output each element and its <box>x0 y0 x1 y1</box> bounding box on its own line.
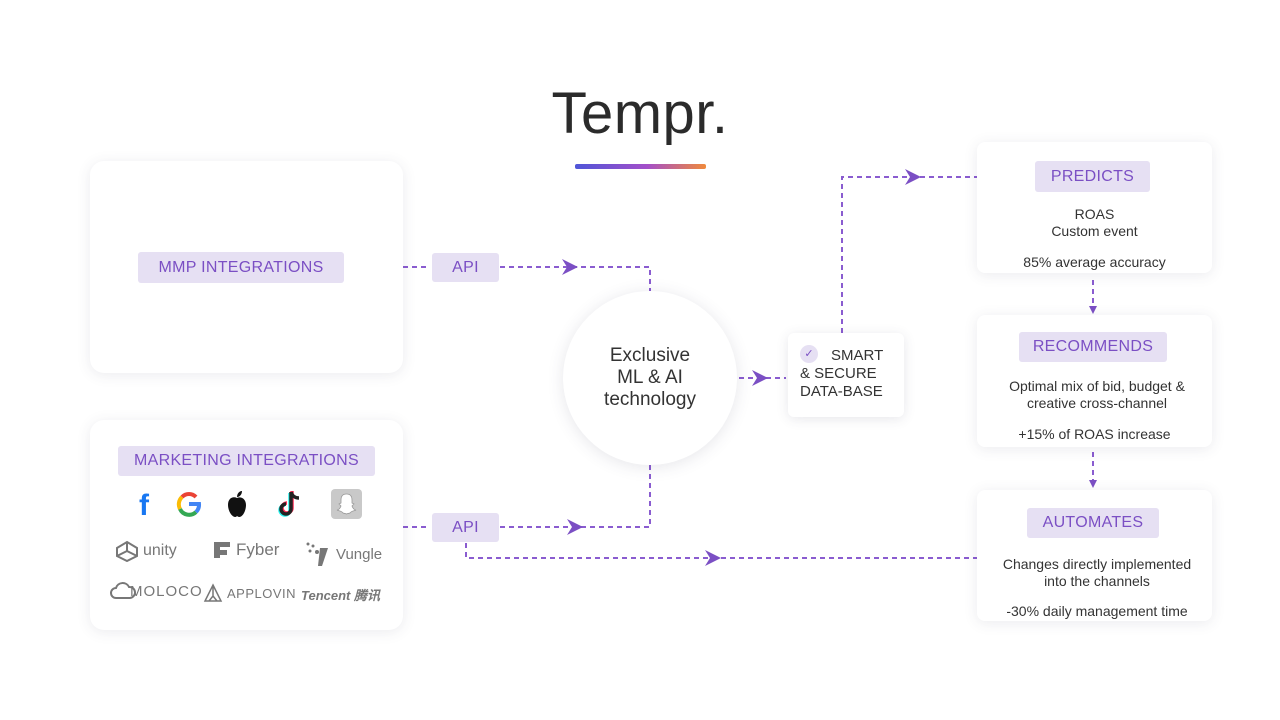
page-title: Tempr. <box>551 81 729 146</box>
database-line-3: DATA-BASE <box>800 383 883 400</box>
predicts-description: ROAS Custom event <box>977 206 1212 240</box>
predicts-line-2: Custom event <box>1051 223 1138 239</box>
arrow-head <box>567 519 583 535</box>
ml-ai-technology-node: Exclusive ML & AI technology <box>563 291 737 465</box>
predicts-line-1: ROAS <box>1074 206 1115 222</box>
arrow-head <box>1089 480 1097 488</box>
fyber-icon <box>214 542 230 558</box>
marketing-integrations-tag: MARKETING INTEGRATIONS <box>118 446 375 476</box>
vungle-logo: Vungle <box>304 540 382 568</box>
moloco-label: MOLOCO <box>130 582 203 600</box>
api-bottom-tag: API <box>432 513 499 542</box>
database-card: ✓ SMART & SECURE DATA-BASE <box>788 333 904 417</box>
recommends-line-1: Optimal mix of bid, budget & <box>1009 378 1185 394</box>
google-icon <box>176 491 202 517</box>
arrow-head <box>705 550 721 566</box>
database-line-1: SMART <box>831 347 884 364</box>
fyber-logo: Fyber <box>212 540 279 560</box>
automates-stat: -30% daily management time <box>1006 603 1188 619</box>
apple-icon <box>224 489 250 519</box>
unity-logo: unity <box>115 540 177 562</box>
recommends-stat: +15% of ROAS increase <box>1018 426 1171 442</box>
automates-line-1: Changes directly implemented <box>1002 556 1192 572</box>
mmp-integrations-tag: MMP INTEGRATIONS <box>138 252 344 283</box>
vungle-label: Vungle <box>336 545 383 563</box>
applovin-logo: APPLOVIN <box>203 583 296 603</box>
automates-line-2: into the channels <box>1044 573 1150 589</box>
predicts-tag: PREDICTS <box>1035 161 1150 192</box>
core-line-2: ML & AI <box>617 367 683 388</box>
tencent-label: Tencent 腾讯 <box>301 588 380 603</box>
database-line-2: & SECURE <box>800 365 877 382</box>
api-top-tag: API <box>432 253 499 282</box>
moloco-icon <box>110 582 136 599</box>
check-icon: ✓ <box>800 345 818 363</box>
automates-tag: AUTOMATES <box>1027 508 1159 538</box>
core-line-3: technology <box>604 389 696 410</box>
snapchat-icon <box>331 489 362 519</box>
applovin-icon <box>203 583 223 602</box>
core-line-1: Exclusive <box>609 345 691 366</box>
unity-icon <box>116 540 138 562</box>
tencent-logo: Tencent 腾讯 <box>301 585 380 604</box>
recommends-tag: RECOMMENDS <box>1019 332 1167 362</box>
recommends-line-2: creative cross-channel <box>1026 395 1168 411</box>
svg-text:f: f <box>139 489 150 519</box>
recommends-description: Optimal mix of bid, budget & creative cr… <box>977 378 1217 412</box>
title-underline <box>575 164 706 169</box>
fyber-label: Fyber <box>236 540 280 559</box>
automates-description: Changes directly implemented into the ch… <box>977 556 1217 590</box>
tiktok-icon <box>278 489 304 519</box>
applovin-label: APPLOVIN <box>227 585 297 601</box>
predicts-stat: 85% average accuracy <box>1023 254 1166 270</box>
arrow-head <box>752 370 768 386</box>
moloco-logo: MOLOCO <box>110 580 203 602</box>
unity-label: unity <box>143 542 177 559</box>
vungle-icon <box>306 542 328 566</box>
arrow-head <box>1089 306 1097 314</box>
arrow-head <box>562 259 578 275</box>
arrow-head <box>905 169 921 185</box>
facebook-icon: f <box>137 489 153 522</box>
